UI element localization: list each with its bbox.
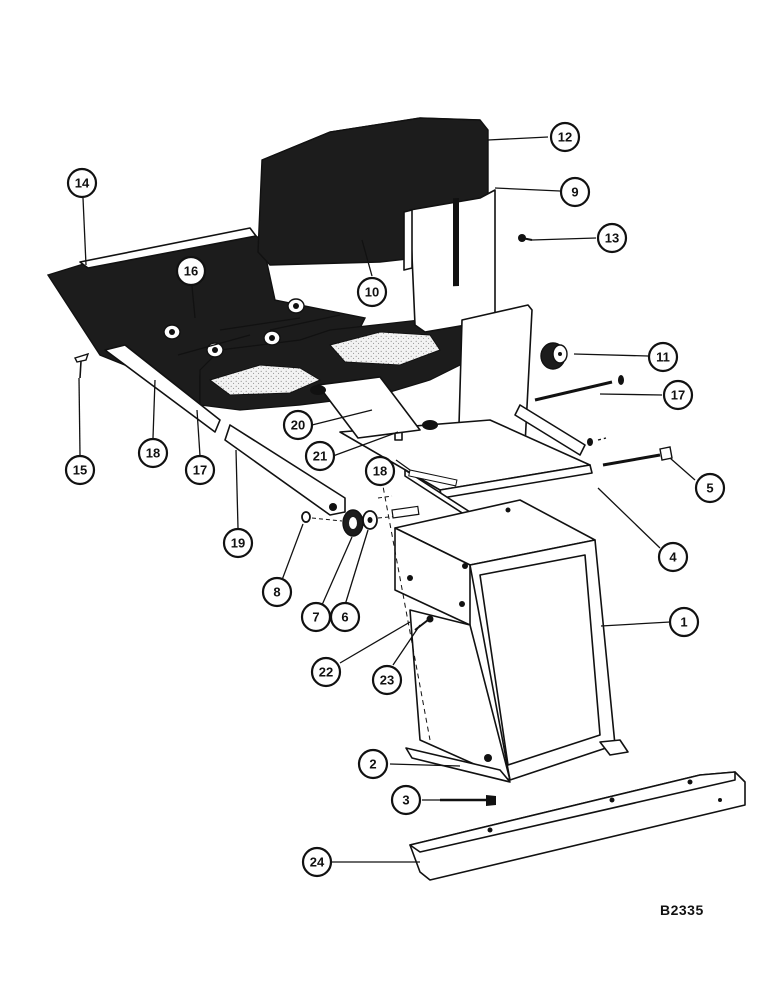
- backrest-bracket: [403, 189, 496, 333]
- svg-text:22: 22: [319, 665, 333, 680]
- callout-19: 19: [222, 527, 254, 559]
- callout-5: 5: [694, 472, 726, 504]
- svg-text:7: 7: [312, 610, 319, 625]
- callout-6: 6: [329, 601, 361, 633]
- svg-text:4: 4: [669, 550, 677, 565]
- svg-text:1: 1: [680, 615, 687, 630]
- svg-text:6: 6: [341, 610, 348, 625]
- arm-right: [514, 404, 586, 456]
- callout-9: 9: [559, 176, 591, 208]
- leader-lines: [78, 136, 696, 863]
- svg-text:19: 19: [231, 536, 245, 551]
- svg-text:17: 17: [193, 463, 207, 478]
- callout-13: 13: [596, 222, 628, 254]
- callout-18-mid: 18: [364, 455, 396, 487]
- svg-text:12: 12: [558, 130, 572, 145]
- callout-11: 11: [647, 341, 679, 373]
- callout-3: 3: [390, 784, 422, 816]
- side-arm: [224, 424, 346, 516]
- callout-17-left: 17: [184, 454, 216, 486]
- knob: [342, 509, 364, 537]
- callout-15: 15: [64, 454, 96, 486]
- bumper: [540, 342, 568, 370]
- bolt-3: [440, 795, 496, 806]
- svg-text:24: 24: [310, 855, 325, 870]
- svg-text:16: 16: [184, 264, 198, 279]
- callout-18-left: 18: [137, 437, 169, 469]
- callout-1: 1: [668, 606, 700, 638]
- svg-text:13: 13: [605, 231, 619, 246]
- svg-text:17: 17: [671, 388, 685, 403]
- base: [394, 499, 629, 783]
- arm-front: [104, 344, 221, 433]
- rod-17: [534, 375, 624, 402]
- bolt-5: [602, 446, 673, 467]
- callout-12: 12: [549, 121, 581, 153]
- svg-text:21: 21: [313, 449, 327, 464]
- parts-artwork: [46, 117, 746, 881]
- callout-17-right: 17: [662, 379, 694, 411]
- svg-text:20: 20: [291, 418, 305, 433]
- callout-16: 16: [175, 255, 207, 287]
- callout-20: 20: [282, 409, 314, 441]
- screw-15: [74, 352, 90, 379]
- svg-text:5: 5: [706, 481, 713, 496]
- svg-text:11: 11: [656, 350, 670, 365]
- drawing-code: B2335: [660, 902, 704, 918]
- callout-21: 21: [304, 440, 336, 472]
- callout-23: 23: [371, 664, 403, 696]
- callout-24: 24: [301, 846, 333, 878]
- svg-text:9: 9: [571, 185, 578, 200]
- washer-8: [301, 511, 311, 523]
- washer-6: [362, 510, 378, 530]
- callout-8: 8: [261, 576, 293, 608]
- screw-13: [518, 234, 533, 242]
- callout-7: 7: [300, 601, 332, 633]
- callout-4: 4: [657, 541, 689, 573]
- svg-text:14: 14: [75, 176, 90, 191]
- svg-text:8: 8: [273, 585, 280, 600]
- svg-text:3: 3: [402, 793, 409, 808]
- callout-14: 14: [66, 167, 98, 199]
- svg-text:2: 2: [369, 757, 376, 772]
- callout-10: 10: [356, 276, 388, 308]
- callout-22: 22: [310, 656, 342, 688]
- slide: [310, 376, 438, 439]
- mounting-rail: [409, 771, 746, 881]
- svg-text:23: 23: [380, 673, 394, 688]
- svg-text:18: 18: [146, 446, 160, 461]
- svg-text:10: 10: [365, 285, 379, 300]
- callout-2: 2: [357, 748, 389, 780]
- svg-text:15: 15: [73, 463, 87, 478]
- svg-text:18: 18: [373, 464, 387, 479]
